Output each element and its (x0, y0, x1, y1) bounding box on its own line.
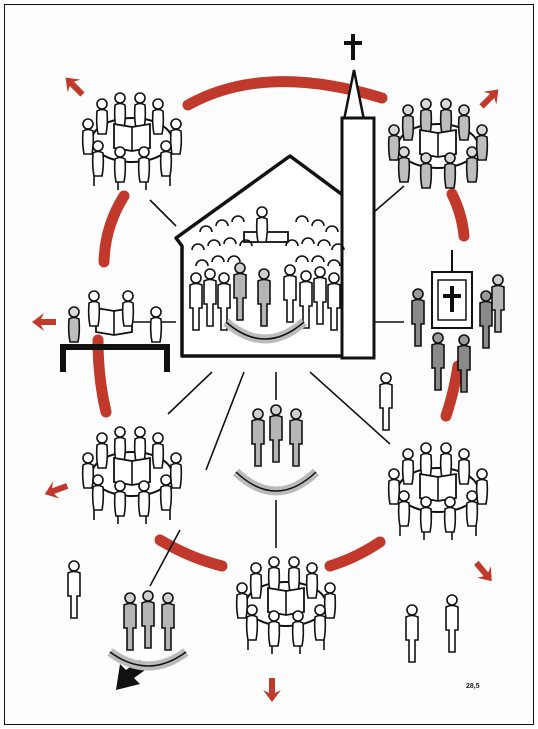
procession-group-right (379, 250, 505, 431)
lone-walkers-bottom-right (405, 594, 459, 663)
small-group-bottom (237, 557, 336, 654)
standing-trio-center (232, 404, 320, 496)
church-icon (174, 34, 376, 360)
small-group-mid-right (389, 443, 488, 540)
small-group-top-left (83, 93, 182, 190)
banner-icon (437, 279, 467, 321)
table-group-left (60, 290, 170, 372)
lone-person-left (67, 560, 81, 619)
small-group-top-right (389, 99, 488, 188)
connector-lines (132, 185, 405, 587)
page-number: 28,5 (466, 683, 480, 690)
small-group-mid-left (83, 427, 182, 524)
cross-icon (344, 34, 362, 60)
standing-trio-bottom-left (107, 590, 189, 671)
